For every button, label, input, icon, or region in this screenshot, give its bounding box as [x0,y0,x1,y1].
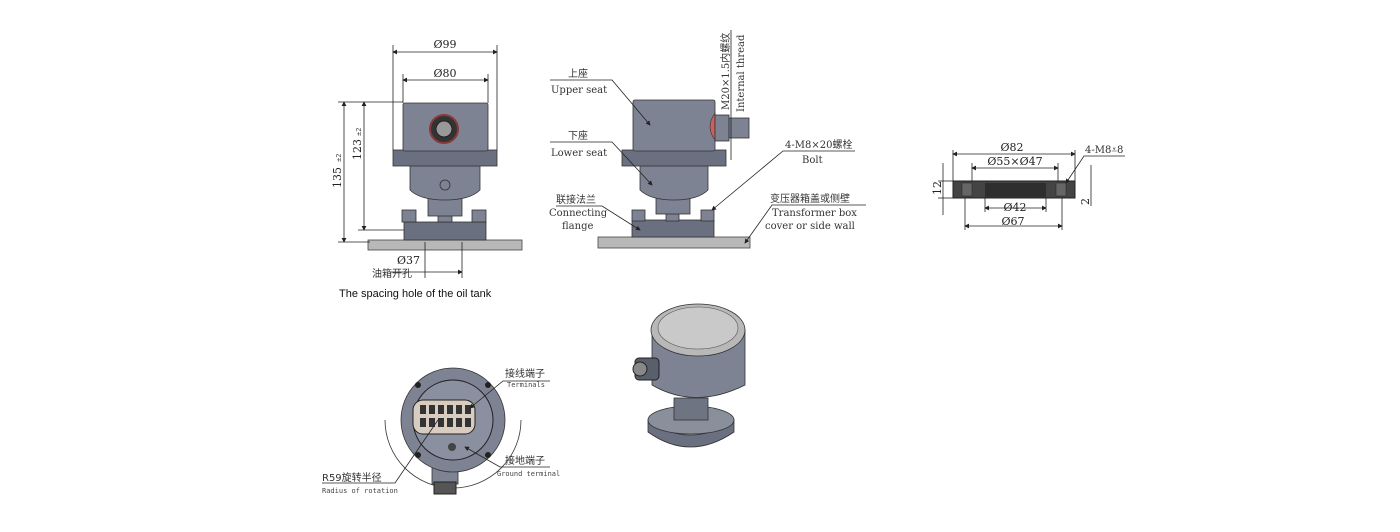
dim-hole-cn: 油箱开孔 [372,267,412,280]
iso-gland-opening [632,361,648,377]
screw-icon [415,452,421,458]
terminal-screw-icon [456,405,462,414]
flange-section: Ø82 Ø55×Ø47 12 Ø42 Ø67 4-M8⩡8 2 [931,141,1125,230]
dim-hole: Ø37 [397,254,420,267]
lower-seat-en: Lower seat [551,148,607,159]
upper-seat [632,99,716,152]
dim-upper: Ø80 [433,67,456,80]
flange-cn: 联接法兰 [556,193,596,206]
tank-plate [367,239,523,251]
flange-bore [985,183,1046,198]
screw-icon [415,382,421,388]
bolt-icon [631,209,646,222]
dim-inner: Ø42 [1003,201,1026,214]
dim-holes: 4-M8⩡8 [1085,145,1123,156]
isometric-view [632,303,746,448]
dim-outer: Ø99 [433,38,456,51]
flange-en-2: flange [562,221,593,232]
radius-cn: R59旋转半径 [322,471,382,484]
dim-height-total: 135 [331,167,344,188]
gland-nut [433,481,457,495]
radius-en: Radius of rotation [322,487,398,495]
dim-pcd: Ø67 [1001,215,1024,228]
ground-cn: 接地端子 [505,454,545,467]
bolt-icon [700,209,715,222]
dim-thickness: 12 [931,181,944,195]
lower-seat-cn: 下座 [568,129,588,142]
seat-flange [621,149,727,167]
flange-en-1: Connecting [549,208,608,219]
screw-icon [439,179,451,191]
transformer-wall [597,236,751,249]
bolt-icon [401,209,417,223]
ground-terminal-icon [448,443,456,451]
bolt-icon [471,209,487,223]
bolt-en: Bolt [802,155,823,166]
lower-seat [409,164,481,201]
wall-cn: 变压器箱盖或侧壁 [770,192,850,205]
terminals-en: Terminals [507,381,545,389]
dim-height-body: 123 [351,139,364,160]
upper-seat-cn: 上座 [568,67,588,80]
bottom-view: 接线端子 Terminals 接地端子 Ground terminal R59旋… [322,367,560,495]
iso-top-cover-inner [657,306,739,350]
screw-icon [485,452,491,458]
thread-cn: M20×1.5内螺纹 [719,33,732,110]
terminal-screw-icon [420,405,426,414]
connecting-flange [403,221,487,241]
ground-en: Ground terminal [497,470,560,478]
terminal-screw-icon [447,405,453,414]
thread-en: Internal thread [736,34,747,112]
bolt-cn: 4-M8×20螺栓 [785,138,852,151]
connecting-flange [631,219,715,238]
upper-seat-en: Upper seat [551,85,607,96]
terminal-screw-icon [465,405,471,414]
terminal-screw-icon [456,418,462,427]
wall-en-1: Transformer box [772,208,857,219]
dim-step: 2 [1079,198,1092,205]
lower-seat [639,164,709,201]
caption: The spacing hole of the oil tank [339,288,492,300]
dim-outer: Ø82 [1000,141,1023,154]
iso-neck [673,397,709,421]
bolt-hole [1055,182,1067,197]
gland-core [435,120,453,138]
terminal-screws [420,405,471,427]
cable-gland-icon [714,114,730,142]
terminal-screw-icon [438,418,444,427]
tolerance: ±2 [355,128,363,136]
wall-en-2: cover or side wall [765,221,855,232]
terminal-screw-icon [438,405,444,414]
bolt-hole [961,182,973,197]
terminal-screw-icon [429,405,435,414]
terminal-screw-icon [420,418,426,427]
front-view: Ø99 Ø80 135 ±2 123 ±2 Ø37 油箱开孔 The spaci… [331,38,523,300]
terminal-screw-icon [429,418,435,427]
screw-icon [485,382,491,388]
gland-nut [728,117,750,139]
terminal-screw-icon [447,418,453,427]
side-view: M20×1.5内螺纹 Internal thread 上座 Upper seat… [549,30,866,249]
dim-recess: Ø55×Ø47 [987,155,1042,168]
seat-flange [392,149,498,167]
terminals-cn: 接线端子 [505,367,545,380]
tolerance: ±2 [335,154,343,162]
terminal-screw-icon [465,418,471,427]
